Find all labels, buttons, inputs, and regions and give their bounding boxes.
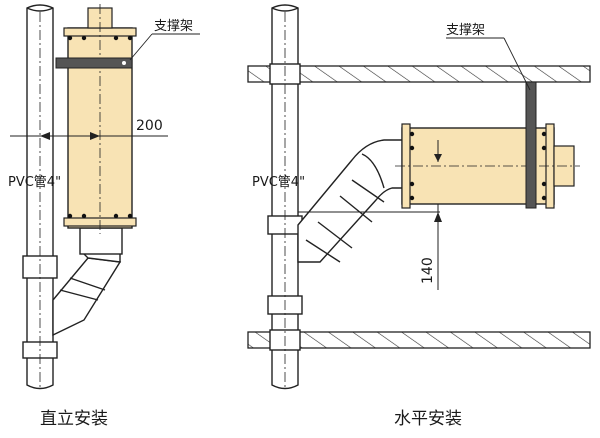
vertical-main-pipe — [22, 4, 58, 390]
horizontal-caption: 水平安装 — [394, 409, 462, 429]
vertical-caption: 直立安装 — [40, 409, 108, 429]
horizontal-main-pipe — [267, 4, 303, 390]
horizontal-canister — [395, 123, 580, 209]
horizontal-install: 支撑架 140 PVC管4" 水平安装 — [247, 4, 591, 429]
vertical-dimension — [10, 132, 168, 140]
vertical-y-branch — [52, 227, 123, 337]
vertical-bracket — [55, 33, 200, 69]
floor-slab — [247, 331, 591, 349]
vertical-pipe-label: PVC管4" — [8, 175, 61, 190]
horizontal-dimension-label: 140 — [420, 257, 436, 284]
vertical-canister — [63, 4, 137, 234]
vertical-install: 支撑架 200 PVC管4" 直立安装 — [8, 4, 200, 429]
horizontal-dimension — [434, 204, 442, 290]
horizontal-bracket — [446, 37, 537, 209]
horizontal-pipe-label: PVC管4" — [252, 175, 305, 190]
horizontal-elbow-pipe — [297, 139, 440, 263]
horizontal-bracket-label: 支撑架 — [446, 23, 485, 38]
ceiling-slab — [247, 65, 591, 83]
vertical-bracket-label: 支撑架 — [154, 19, 193, 34]
vertical-dimension-label: 200 — [136, 118, 163, 134]
